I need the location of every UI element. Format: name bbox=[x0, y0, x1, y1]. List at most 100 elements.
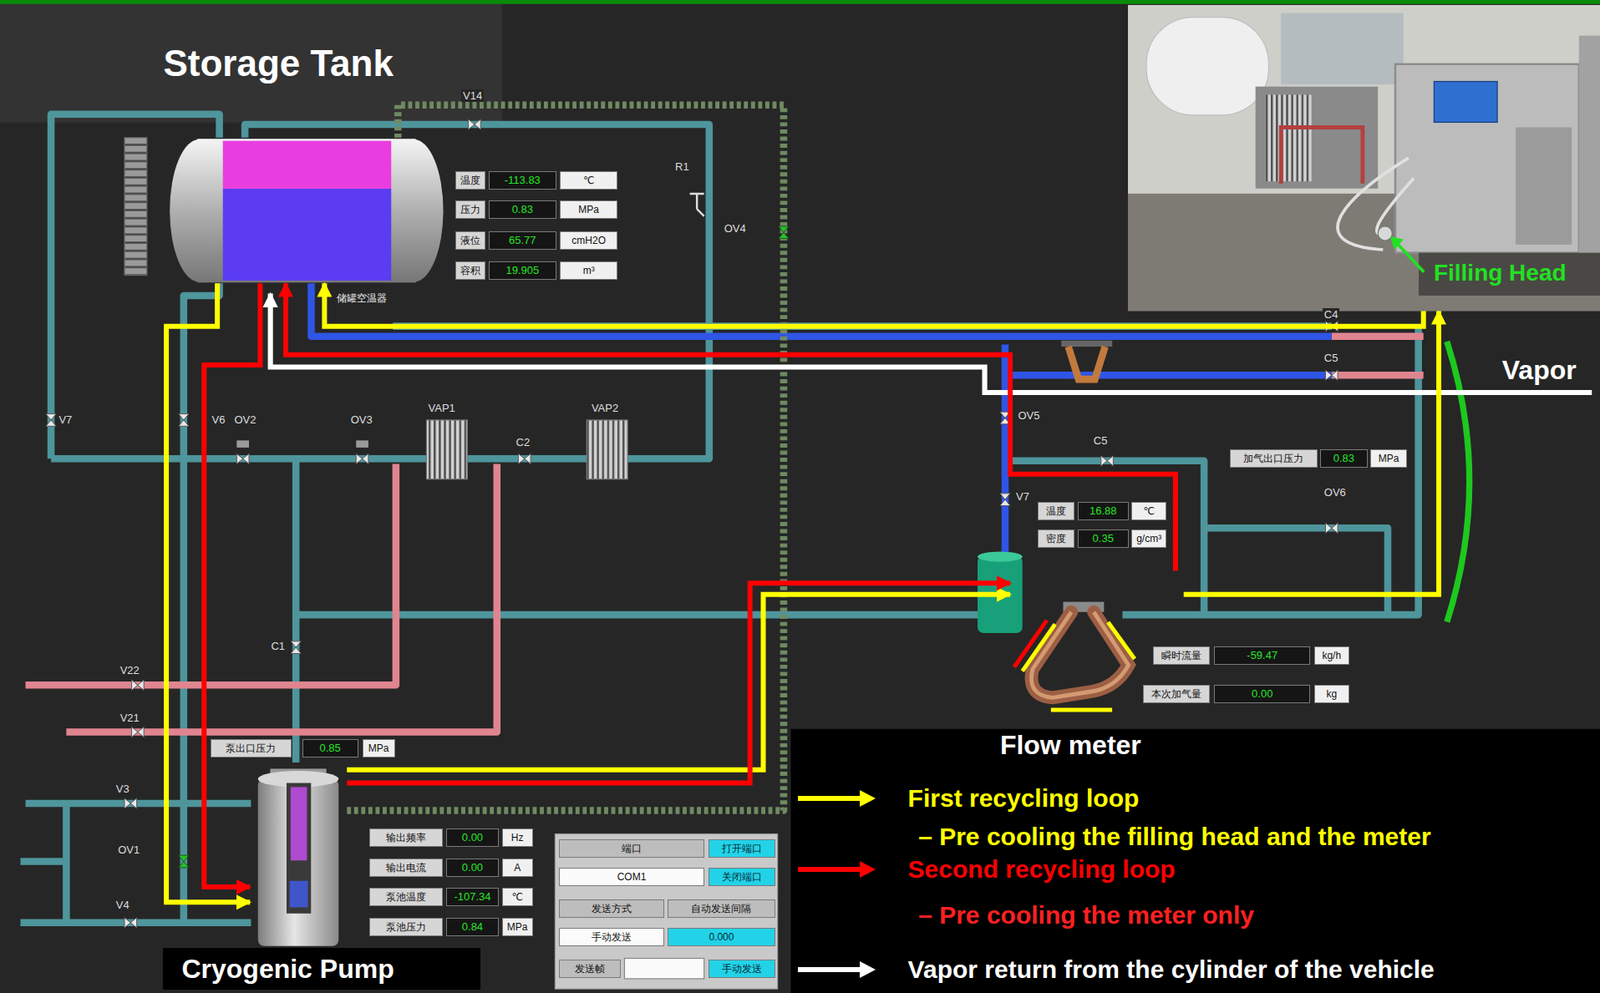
filling-nozzle bbox=[1377, 226, 1392, 241]
input-field bbox=[624, 958, 704, 979]
pump-title: Cryogenic Pump bbox=[162, 948, 481, 991]
field-unit-slot: ℃ bbox=[1131, 502, 1167, 521]
skid-vaporizer bbox=[1264, 95, 1311, 183]
field-name: 加气出口压力 bbox=[1229, 449, 1318, 468]
field-name: 输出电流 bbox=[369, 858, 443, 878]
valve-tag-slot: OV5 bbox=[1015, 407, 1042, 423]
panel-caption-slot: 发送方式 bbox=[558, 899, 665, 919]
valve-tag: VAP2 bbox=[589, 401, 620, 415]
field-name: 容积 bbox=[455, 261, 487, 280]
pipe-note-slot: 储罐空温器 bbox=[335, 289, 389, 305]
dispenser-screen bbox=[1433, 81, 1498, 123]
field-value-slot: 0.84 bbox=[446, 918, 500, 937]
pipe bbox=[183, 283, 220, 923]
heading-text: Filling Head bbox=[1433, 259, 1567, 287]
field-name: 瞬时流量 bbox=[1153, 646, 1210, 666]
valve-tag: C5 bbox=[1322, 351, 1341, 365]
vapour-space bbox=[222, 140, 392, 188]
field-unit-slot: g/cm³ bbox=[1131, 529, 1167, 549]
panel-button-slot: 0.000 bbox=[667, 928, 776, 947]
pipe bbox=[25, 800, 252, 808]
return-meter bbox=[1068, 346, 1106, 380]
field-name-slot: 本次加气量 bbox=[1142, 685, 1211, 704]
cabinet-side bbox=[1578, 35, 1600, 255]
field-value-slot: 19.905 bbox=[488, 261, 557, 280]
field-value: 0.00 bbox=[446, 828, 500, 848]
field-value: 0.83 bbox=[488, 200, 557, 219]
panel-caption: 发送方式 bbox=[558, 899, 665, 919]
field-value-slot: 0.83 bbox=[488, 200, 557, 219]
field-unit: Hz bbox=[502, 828, 534, 848]
vaporizer bbox=[426, 420, 468, 480]
pipe bbox=[50, 124, 710, 459]
field-unit-slot: ℃ bbox=[502, 888, 534, 907]
valve-tag: R1 bbox=[673, 160, 691, 173]
heading-text: Storage Tank bbox=[162, 42, 393, 85]
field-unit-slot: kg/h bbox=[1314, 646, 1350, 666]
valve-tag: V14 bbox=[461, 89, 484, 102]
pipe bbox=[1331, 371, 1424, 380]
panel-field: 手动发送 bbox=[558, 928, 665, 947]
field-unit: ℃ bbox=[1131, 502, 1167, 521]
building-window bbox=[1280, 13, 1404, 85]
pipe bbox=[66, 463, 497, 732]
panel-caption: 端口 bbox=[558, 839, 704, 859]
valve-tag-slot: C1 bbox=[269, 638, 287, 654]
field-name: 泵池压力 bbox=[369, 918, 443, 937]
pipe bbox=[25, 463, 397, 686]
field-value: -113.83 bbox=[488, 171, 557, 190]
loop-arrow bbox=[1014, 619, 1047, 667]
valve-tag-slot: R1 bbox=[673, 158, 691, 174]
valve-tag: V7 bbox=[1014, 490, 1032, 503]
valve-tag: C5 bbox=[1092, 434, 1110, 447]
skid-piping bbox=[1280, 127, 1363, 184]
field-name-slot: 泵池压力 bbox=[369, 918, 443, 937]
valve-tag: V4 bbox=[114, 899, 132, 912]
panel-button-slot: 关闭端口 bbox=[708, 868, 777, 887]
field-value-slot: 65.77 bbox=[488, 231, 557, 250]
field-value: -59.47 bbox=[1213, 646, 1311, 666]
valve-tag: OV4 bbox=[722, 222, 748, 235]
photo-callout: Filling Head bbox=[1433, 259, 1567, 287]
flow-arrow bbox=[285, 283, 1176, 571]
relief-valve bbox=[690, 193, 705, 217]
leader-arrow bbox=[1389, 236, 1403, 250]
field-unit-slot: ℃ bbox=[559, 171, 617, 190]
swatch-line bbox=[797, 967, 864, 973]
swatch-line bbox=[797, 867, 864, 873]
flow-arrow bbox=[203, 283, 260, 888]
legend-entry: First recycling loop bbox=[796, 782, 1140, 816]
panel-caption: 自动发送间隔 bbox=[667, 899, 776, 919]
filling-head-photo: Filling Head bbox=[1127, 5, 1600, 311]
leader-arrow bbox=[1396, 243, 1424, 273]
field-unit-slot: MPa bbox=[362, 739, 396, 758]
field-value-slot: 0.83 bbox=[1320, 449, 1367, 468]
valve-tag: C1 bbox=[269, 640, 287, 653]
photo-backdrop bbox=[1127, 5, 1600, 311]
valve-tag-slot: OV6 bbox=[1322, 484, 1348, 500]
field-value: 0.85 bbox=[302, 739, 359, 758]
tank-shell bbox=[197, 138, 416, 283]
panel-caption-slot: 发送帧 bbox=[558, 960, 620, 979]
valve-tag-slot: OV3 bbox=[349, 411, 375, 427]
field-name-slot: 容积 bbox=[455, 261, 487, 280]
field-value: 0.83 bbox=[1320, 449, 1367, 468]
field-unit-slot: A bbox=[502, 858, 534, 878]
valve-tag-slot: V21 bbox=[118, 710, 142, 726]
valve-tag: V21 bbox=[118, 711, 142, 725]
dispenser-cabinet bbox=[1395, 64, 1580, 254]
valve-tag: OV2 bbox=[232, 413, 258, 427]
field-name-slot: 液位 bbox=[455, 231, 487, 250]
storage-tank: Storage Tank bbox=[168, 137, 445, 285]
valve-tag-slot: C2 bbox=[514, 434, 533, 450]
hose-bracket bbox=[1447, 341, 1470, 623]
field-name: 泵出口压力 bbox=[210, 739, 293, 758]
legend-entry: Vapor return from the cylinder of the ve… bbox=[796, 953, 1435, 987]
panel-field: COM1 bbox=[558, 868, 704, 887]
field-unit: A bbox=[502, 858, 534, 878]
meter-title: Flow meter bbox=[1000, 730, 1142, 761]
field-value-slot: -107.34 bbox=[446, 888, 500, 907]
legend-swatch bbox=[796, 960, 878, 981]
field-name: 温度 bbox=[455, 171, 487, 190]
